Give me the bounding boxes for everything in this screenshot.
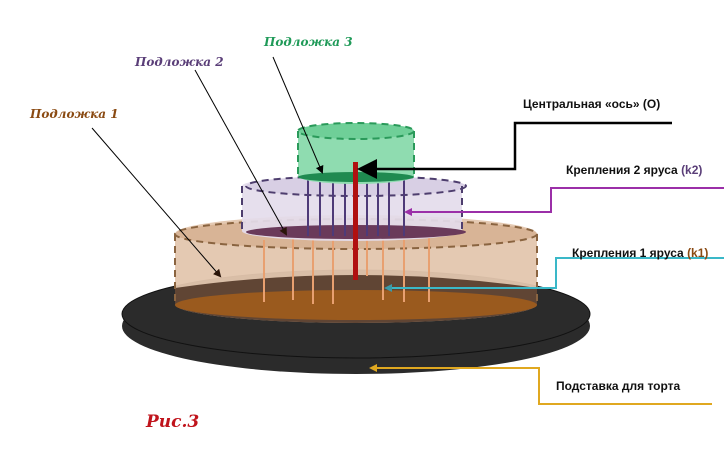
tier2-label-code: (k2) [681, 163, 702, 177]
board-1-leader [91, 127, 222, 278]
tier1-callout-line [390, 257, 724, 289]
stand-arrow-icon [369, 364, 377, 372]
board-2-label: Подложка 2 [134, 55, 224, 69]
tier1-label-code: (k1) [687, 246, 708, 260]
tier-3-top [297, 122, 415, 140]
tier2-label: Крепления 2 яруса (k2) [566, 163, 702, 177]
stand-label: Подставка для торта [556, 379, 681, 393]
board-1 [175, 290, 537, 320]
board-1-label: Подложка 1 [29, 107, 119, 121]
board-3-leader [272, 56, 324, 174]
central-axis-rod [353, 162, 358, 280]
board-3-label: Подложка 3 [263, 35, 353, 49]
axis-label: Центральная «ось» (O) [523, 97, 660, 111]
board-2-leader [194, 69, 287, 236]
tier2-label-text: Крепления 2 яруса [566, 163, 681, 177]
figure-caption: Рис.3 [145, 412, 199, 432]
stand-callout-line [375, 367, 712, 405]
tier-2-supports [307, 179, 405, 236]
tier1-arrow-icon [384, 284, 392, 292]
tier1-label: Крепления 1 яруса (k1) [572, 246, 708, 260]
tier2-arrow-icon [404, 208, 412, 216]
tier1-label-text: Крепления 1 яруса [572, 246, 687, 260]
tier2-callout-line [410, 187, 724, 213]
axis-callout-line [357, 121, 672, 179]
tier-1-supports [263, 238, 430, 304]
tier-2 [241, 175, 467, 241]
